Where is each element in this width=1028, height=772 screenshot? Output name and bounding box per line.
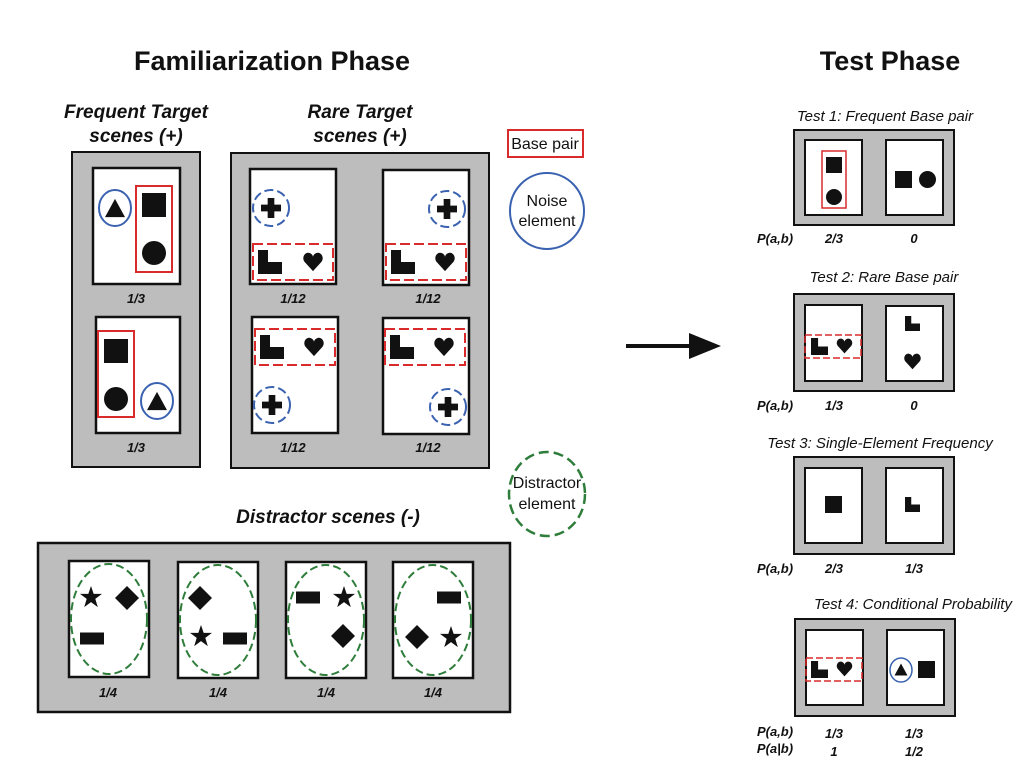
test2-row1-b: 0 xyxy=(910,398,918,413)
test2-row1-a: 1/3 xyxy=(825,398,844,413)
bar-icon xyxy=(80,632,104,645)
test2-scene-b xyxy=(885,305,944,382)
distractor-scene-1 xyxy=(67,559,151,679)
test2-scene-a xyxy=(804,304,863,382)
square-icon xyxy=(826,157,842,173)
distractor-element-outline xyxy=(394,564,472,676)
rare-prob-2: 1/12 xyxy=(415,291,441,306)
test1-row1-b: 0 xyxy=(910,231,918,246)
base-pair-outline xyxy=(135,185,173,273)
rare-prob-1: 1/12 xyxy=(280,291,306,306)
frequent-scene-2 xyxy=(94,315,182,435)
legend-noise-label-2: element xyxy=(519,213,576,230)
noise-element-outline xyxy=(428,190,466,228)
distractor-title: Distractor scenes (-) xyxy=(236,507,420,528)
distractor-prob-3: 1/4 xyxy=(317,685,336,700)
base-pair-outline xyxy=(805,657,863,682)
arrow-right-icon xyxy=(626,333,721,359)
test1-title: Test 1: Frequent Base pair xyxy=(797,108,974,125)
distractor-scene-2 xyxy=(176,560,260,680)
test1-row1-a: 2/3 xyxy=(824,231,844,246)
distractor-prob-2: 1/4 xyxy=(209,685,228,700)
square-icon xyxy=(142,193,166,217)
circle-icon xyxy=(919,171,936,188)
test4-row1-label: P(a,b) xyxy=(757,724,793,739)
test3-scene-b xyxy=(885,467,944,544)
base-pair-outline xyxy=(384,328,466,366)
test1-scene-b xyxy=(885,139,944,216)
base-pair-outline xyxy=(97,330,135,418)
test2-row1-label: P(a,b) xyxy=(757,398,793,413)
circle-icon xyxy=(104,387,128,411)
noise-element-outline xyxy=(98,189,132,227)
noise-element-outline xyxy=(253,386,291,424)
base-pair-outline xyxy=(254,328,336,366)
base-pair-outline xyxy=(385,243,467,281)
frequent-prob-1: 1/3 xyxy=(127,291,146,306)
noise-element-outline xyxy=(889,657,913,683)
bar-icon xyxy=(296,591,320,604)
distractor-prob-4: 1/4 xyxy=(424,685,443,700)
distractor-element-outline xyxy=(287,564,365,676)
distractor-scene-3 xyxy=(284,560,368,680)
legend-base-pair-box xyxy=(507,129,584,158)
distractor-element-outline xyxy=(70,563,148,675)
distractor-element-outline xyxy=(179,564,257,676)
legend-distractor-label-1: Distractor xyxy=(513,475,582,492)
bar-icon xyxy=(437,591,461,604)
frequent-prob-2: 1/3 xyxy=(127,440,146,455)
circle-icon xyxy=(142,241,166,265)
bar-icon xyxy=(223,632,247,645)
legend-distractor-label-2: element xyxy=(519,496,576,513)
frequent-scene-1 xyxy=(91,166,182,286)
distractor-prob-1: 1/4 xyxy=(99,685,118,700)
test3-row1-label: P(a,b) xyxy=(757,561,793,576)
square-icon xyxy=(825,496,842,513)
test4-row2-a: 1 xyxy=(830,744,837,759)
rare-scene-3 xyxy=(250,315,340,435)
test1-row1-label: P(a,b) xyxy=(757,231,793,246)
distractor-scene-4 xyxy=(391,560,475,680)
rare-scene-1 xyxy=(248,167,338,286)
base-pair-outline xyxy=(252,243,334,281)
test2-title: Test 2: Rare Base pair xyxy=(810,269,960,286)
noise-element-outline xyxy=(429,388,467,426)
test4-scene-b xyxy=(886,629,945,706)
test4-scene-a xyxy=(805,629,864,706)
rare-scene-4 xyxy=(381,316,471,436)
test-phase-title: Test Phase xyxy=(820,46,961,76)
familiarization-title: Familiarization Phase xyxy=(134,46,410,76)
test4-row2-b: 1/2 xyxy=(905,744,924,759)
circle-icon xyxy=(826,189,842,205)
test3-row1-b: 1/3 xyxy=(905,561,924,576)
test1-scene-a xyxy=(804,139,863,216)
legend-noise-ellipse xyxy=(509,172,585,250)
rare-prob-4: 1/12 xyxy=(415,440,441,455)
base-pair-outline xyxy=(821,150,847,209)
frequent-title-1: Frequent Target xyxy=(64,102,209,123)
rare-prob-3: 1/12 xyxy=(280,440,306,455)
square-icon xyxy=(918,661,935,678)
test3-scene-a xyxy=(804,467,863,544)
noise-element-outline xyxy=(252,189,290,227)
square-icon xyxy=(895,171,912,188)
base-pair-outline xyxy=(804,334,862,359)
test4-row2-label: P(a|b) xyxy=(757,741,793,756)
frequent-title-2: scenes (+) xyxy=(89,126,182,147)
test3-row1-a: 2/3 xyxy=(824,561,844,576)
legend-noise-label-1: Noise xyxy=(527,193,568,210)
rare-scene-2 xyxy=(381,168,471,287)
test4-row1-b: 1/3 xyxy=(905,726,924,741)
legend-distractor-ellipse xyxy=(507,450,587,538)
test4-title: Test 4: Conditional Probability xyxy=(814,596,1013,613)
rare-title-2: scenes (+) xyxy=(313,126,406,147)
legend-base-pair-label: Base pair xyxy=(511,136,579,153)
rare-title-1: Rare Target xyxy=(308,102,414,123)
square-icon xyxy=(104,339,128,363)
noise-element-outline xyxy=(140,382,174,420)
test3-title: Test 3: Single-Element Frequency xyxy=(767,435,994,452)
test4-row1-a: 1/3 xyxy=(825,726,844,741)
